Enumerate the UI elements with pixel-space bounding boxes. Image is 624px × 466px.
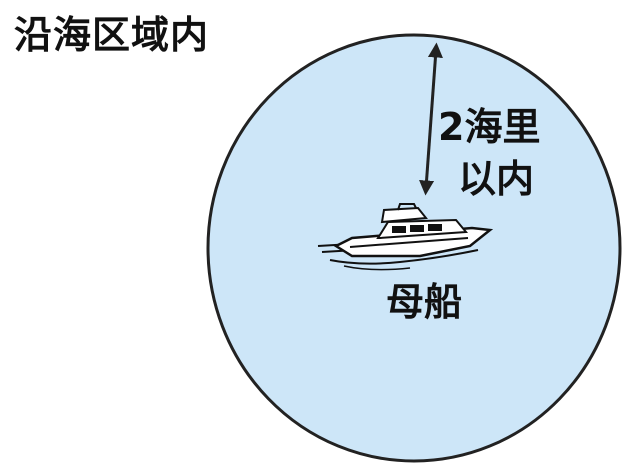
mother-ship-label: 母船 xyxy=(386,280,463,324)
distance-arrow xyxy=(419,42,443,196)
coastal-area-title: 沿海区域内 xyxy=(14,13,210,57)
distance-label-line2: 以内 xyxy=(458,157,535,201)
motor-boat-icon xyxy=(317,203,494,271)
distance-label-line1: 2海里 xyxy=(438,105,541,149)
